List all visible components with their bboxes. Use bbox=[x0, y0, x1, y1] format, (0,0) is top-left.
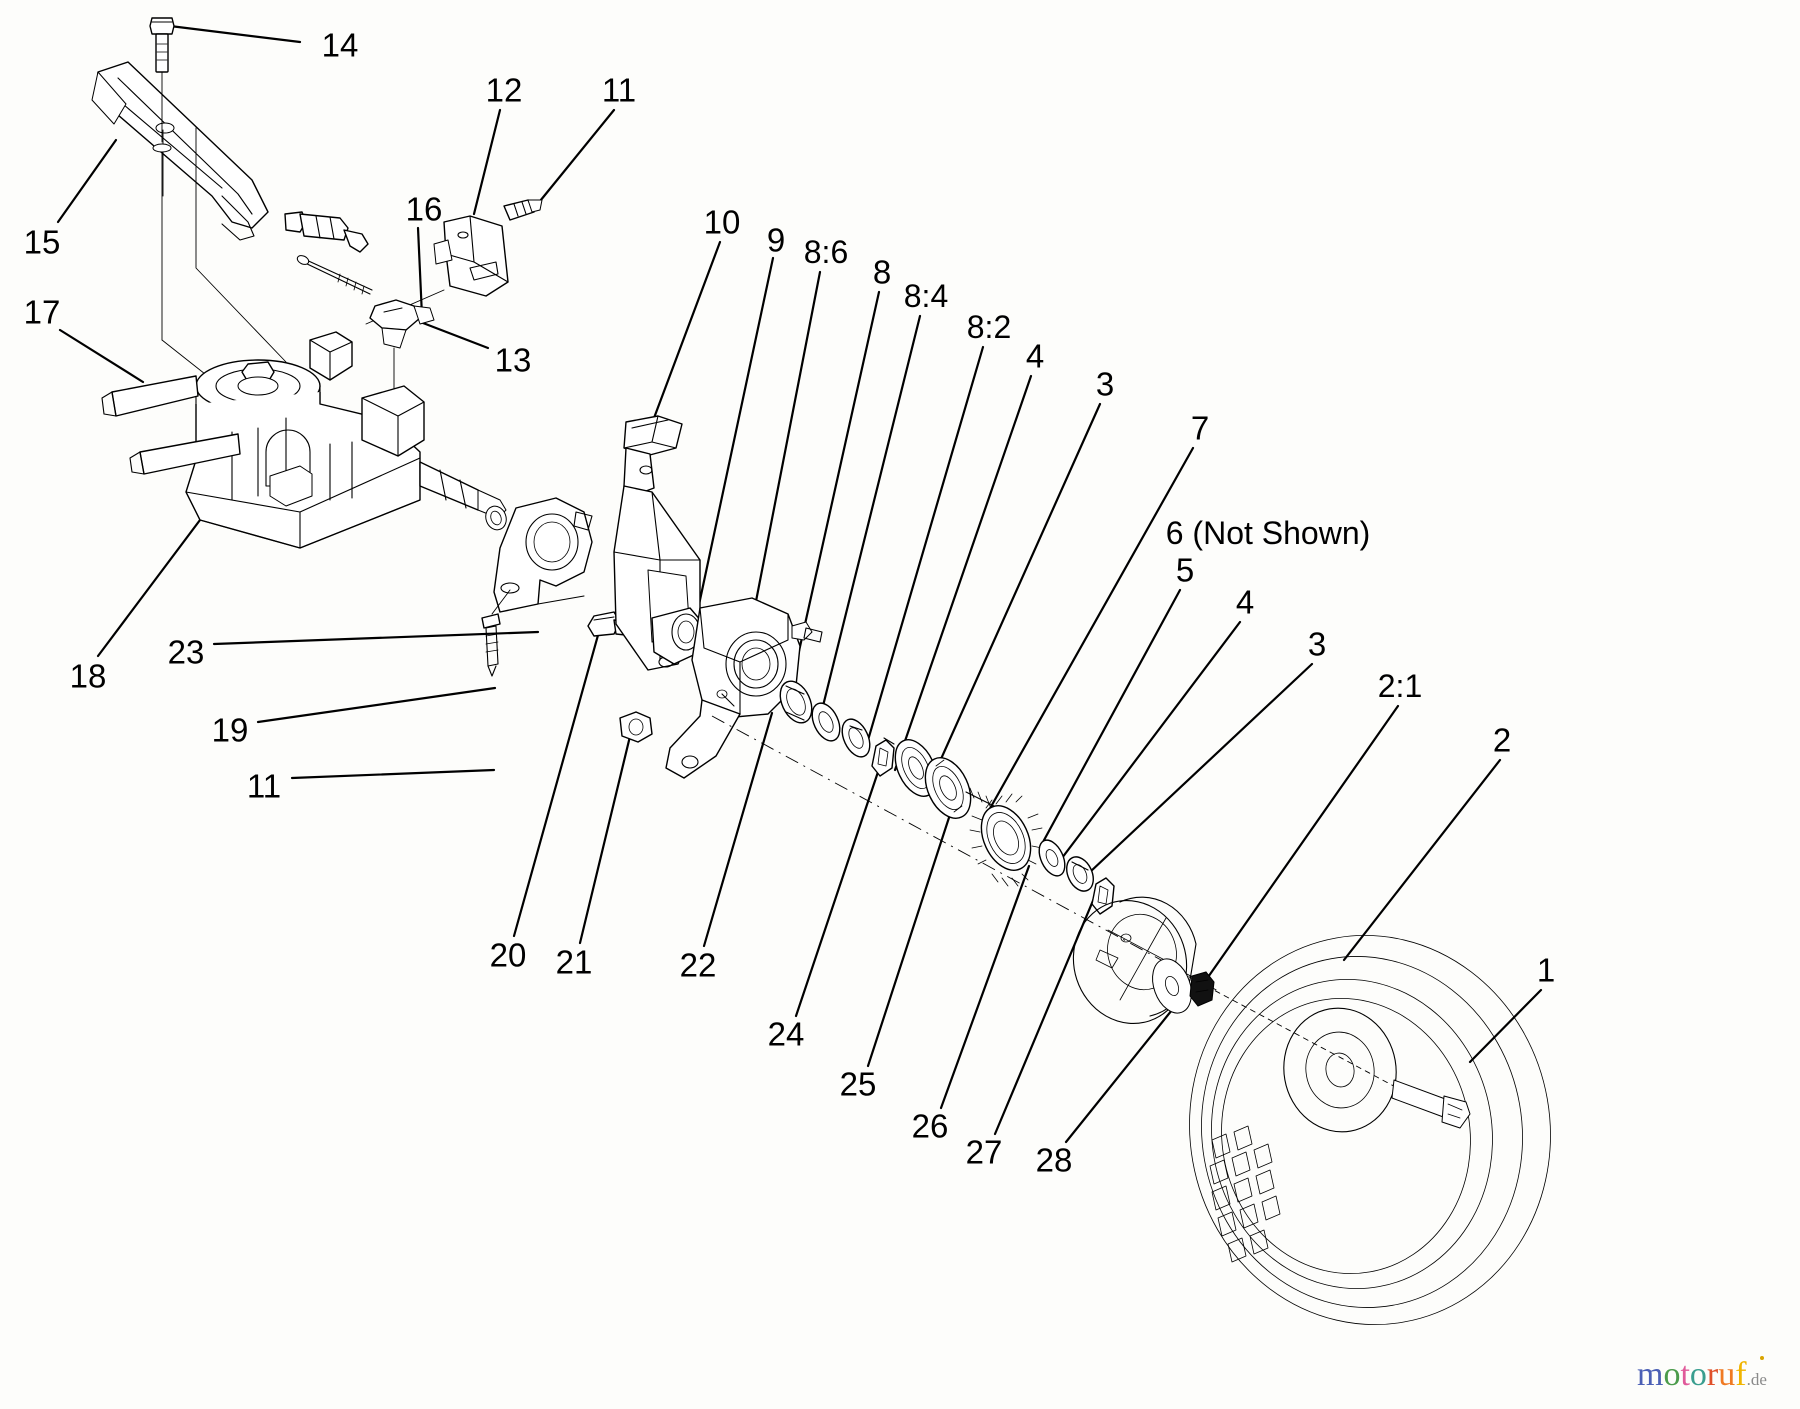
callout-8-4: 8:4 bbox=[903, 278, 949, 314]
watermark-letter-m: m bbox=[1637, 1356, 1664, 1393]
part-19-screw bbox=[481, 589, 511, 677]
callout-4-upper: 4 bbox=[1025, 337, 1045, 375]
part-28-hub-cover bbox=[1072, 896, 1215, 1025]
part-7-clutch-gear bbox=[924, 757, 995, 819]
callout-14: 14 bbox=[321, 26, 359, 64]
callout-28: 28 bbox=[1035, 1141, 1073, 1179]
callout-11-lower: 11 bbox=[246, 767, 282, 805]
part-12-bracket bbox=[365, 199, 543, 325]
part-2-tire-wheel bbox=[1189, 935, 1551, 1325]
callout-25: 25 bbox=[839, 1065, 877, 1103]
watermark-letter-o2: o bbox=[1689, 1356, 1707, 1393]
callout-11-upper: 11 bbox=[601, 71, 637, 109]
callout-8-2: 8:2 bbox=[966, 309, 1012, 345]
callout-19: 19 bbox=[211, 711, 249, 749]
callout-3-lower: 3 bbox=[1307, 625, 1327, 663]
callout-8-6: 8:6 bbox=[803, 234, 849, 270]
callout-22: 22 bbox=[679, 946, 717, 984]
part-8-washers bbox=[811, 702, 871, 758]
part-17-belt-rod bbox=[101, 375, 241, 475]
part-5-pinion-gear bbox=[969, 793, 1043, 887]
callout-12: 12 bbox=[485, 71, 523, 109]
watermark-letter-f: f bbox=[1735, 1356, 1747, 1393]
callout-8: 8 bbox=[872, 253, 892, 291]
part-4-retainer-clip bbox=[871, 737, 895, 777]
callout-1: 1 bbox=[1536, 951, 1556, 989]
watermark-suffix: .de bbox=[1746, 1370, 1767, 1389]
callout-3-upper: 3 bbox=[1095, 365, 1115, 403]
part-23-bearing-clamp bbox=[493, 497, 593, 613]
callout-15: 15 bbox=[23, 223, 61, 261]
part-10-support-arm bbox=[613, 415, 703, 671]
assembly-axis bbox=[711, 715, 1421, 1101]
motoruf-watermark: motoruf.de bbox=[1637, 1356, 1767, 1393]
callout-18: 18 bbox=[69, 657, 107, 695]
callout-13: 13 bbox=[494, 341, 532, 379]
part-24-seal bbox=[779, 680, 813, 724]
callout-21: 21 bbox=[555, 943, 593, 981]
callout-2: 2 bbox=[1492, 721, 1512, 759]
watermark-letter-o1: o bbox=[1663, 1356, 1681, 1393]
callout-4-lower: 4 bbox=[1235, 583, 1255, 621]
watermark-letter-r: r bbox=[1706, 1356, 1719, 1393]
part-16-screw-pin bbox=[284, 211, 373, 295]
part-15-cover-arm bbox=[91, 61, 287, 493]
part-18-gear-case bbox=[185, 331, 507, 549]
callout-26: 26 bbox=[911, 1107, 949, 1145]
callout-5: 5 bbox=[1175, 551, 1195, 589]
callout-7: 7 bbox=[1190, 409, 1210, 447]
callout-23: 23 bbox=[167, 633, 205, 671]
callout-10: 10 bbox=[703, 203, 741, 241]
callout-20: 20 bbox=[489, 936, 527, 974]
callout-2-1: 2:1 bbox=[1377, 668, 1423, 704]
part-22-wheel-bracket bbox=[665, 597, 823, 779]
callout-16: 16 bbox=[405, 190, 443, 228]
watermark-letter-u: u bbox=[1718, 1356, 1736, 1393]
part-small-washers bbox=[1038, 839, 1115, 915]
callout-6-not-shown: 6 (Not Shown) bbox=[1165, 515, 1371, 551]
watermark-letter-t: t bbox=[1680, 1356, 1690, 1393]
callout-24: 24 bbox=[767, 1015, 805, 1053]
callout-9: 9 bbox=[766, 221, 786, 259]
part-21-nut bbox=[619, 711, 653, 743]
callout-17: 17 bbox=[23, 293, 61, 331]
leader-lines bbox=[56, 24, 1543, 1144]
watermark-dot bbox=[1760, 1356, 1764, 1360]
callout-27: 27 bbox=[965, 1133, 1003, 1171]
